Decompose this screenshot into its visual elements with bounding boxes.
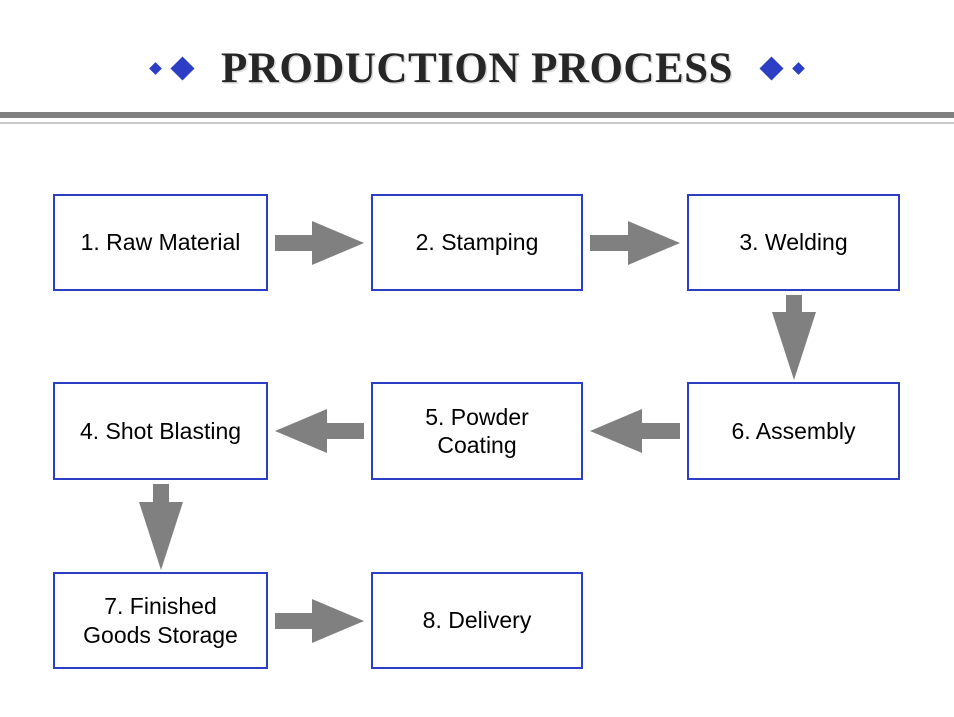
diamond-small-right xyxy=(792,61,805,75)
diamond-large-right xyxy=(759,55,784,81)
flow-step-6[interactable]: 6. Assembly xyxy=(687,382,900,480)
flow-step-8[interactable]: 8. Delivery xyxy=(371,572,583,669)
divider-rule-thick xyxy=(0,112,954,118)
arrow-7-to-8 xyxy=(275,598,364,643)
flow-step-3-label: 3. Welding xyxy=(739,229,848,256)
page-title: PRODUCTION PROCESS xyxy=(221,44,733,92)
arrow-5-to-4 xyxy=(275,409,364,453)
flow-step-2[interactable]: 2. Stamping xyxy=(371,194,583,291)
flow-step-7-label: 7. Finished Goods Storage xyxy=(83,593,238,648)
arrow-6-to-5 xyxy=(590,409,680,453)
flow-step-1-label: 1. Raw Material xyxy=(80,229,241,256)
diamond-small-left xyxy=(149,61,162,75)
flow-step-6-label: 6. Assembly xyxy=(731,417,856,444)
title-bar: PRODUCTION PROCESS xyxy=(0,32,954,104)
flow-step-4-label: 4. Shot Blasting xyxy=(79,417,242,444)
flow-step-1[interactable]: 1. Raw Material xyxy=(53,194,268,291)
arrow-4-to-7 xyxy=(138,484,183,570)
arrow-3-to-6 xyxy=(771,295,816,380)
flow-step-7[interactable]: 7. Finished Goods Storage xyxy=(53,572,268,669)
arrow-1-to-2 xyxy=(275,220,364,265)
arrow-2-to-3 xyxy=(590,220,680,265)
ornament-group-left xyxy=(149,55,195,81)
flow-step-8-label: 8. Delivery xyxy=(422,607,532,634)
ornament-group-right xyxy=(759,55,805,81)
flow-step-5[interactable]: 5. Powder Coating xyxy=(371,382,583,480)
divider-rule-thin xyxy=(0,122,954,124)
flow-step-5-label: 5. Powder Coating xyxy=(425,403,529,458)
flow-step-2-label: 2. Stamping xyxy=(415,229,539,256)
flow-step-4[interactable]: 4. Shot Blasting xyxy=(53,382,268,480)
diamond-large-left xyxy=(170,55,195,81)
flow-step-3[interactable]: 3. Welding xyxy=(687,194,900,291)
